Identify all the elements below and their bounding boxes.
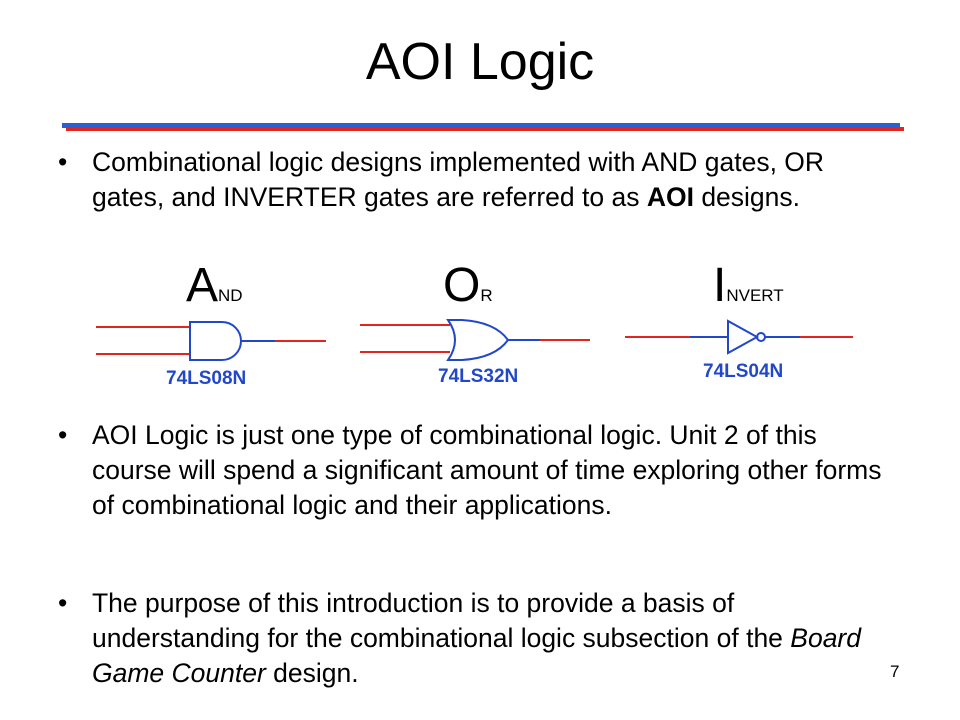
title-rule-blue (62, 123, 900, 128)
inverter-symbol (625, 319, 853, 355)
bullet-3-text-before: The purpose of this introduction is to p… (92, 588, 791, 653)
or-gate-symbol (360, 319, 590, 361)
bullet-purpose: The purpose of this introduction is to p… (58, 586, 892, 691)
and-label-initial: A (186, 259, 219, 312)
gate-diagram (96, 319, 853, 361)
inverter-body (727, 319, 760, 355)
and-chip-part-number: 74LS08N (166, 368, 247, 389)
and-gate-body (189, 321, 242, 361)
bullet-1-text-before: Combinational logic designs implemented … (92, 147, 825, 212)
or-gate-body (446, 319, 510, 361)
and-label-rest: ND (218, 286, 243, 305)
and-gate-label: AND (186, 262, 243, 310)
bullet-3-italic-term: Board Game Counter (92, 623, 861, 688)
bullet-unit-2-overview: AOI Logic is just one type of combinatio… (58, 418, 892, 523)
or-gate-label: OR (443, 262, 493, 310)
or-label-initial: O (443, 259, 481, 312)
or-label-rest: R (480, 286, 493, 305)
and-gate-symbol (96, 321, 326, 361)
bullet-1-bold-term: AOI (646, 182, 694, 212)
bullet-3-text-after: design. (265, 658, 359, 688)
page-number: 7 (890, 662, 900, 681)
inverter-gate-label: INVERT (713, 262, 784, 310)
bullet-aoi-definition: Combinational logic designs implemented … (58, 145, 892, 215)
inverter-chip-part-number: 74LS04N (703, 361, 784, 382)
title-rule-red (66, 127, 904, 131)
inverter-label-initial: I (713, 259, 727, 312)
or-chip-part-number: 74LS32N (438, 366, 519, 387)
bullet-1-text-after: designs. (693, 182, 801, 212)
inverter-label-rest: NVERT (726, 286, 784, 305)
slide-title: AOI Logic (365, 33, 595, 91)
